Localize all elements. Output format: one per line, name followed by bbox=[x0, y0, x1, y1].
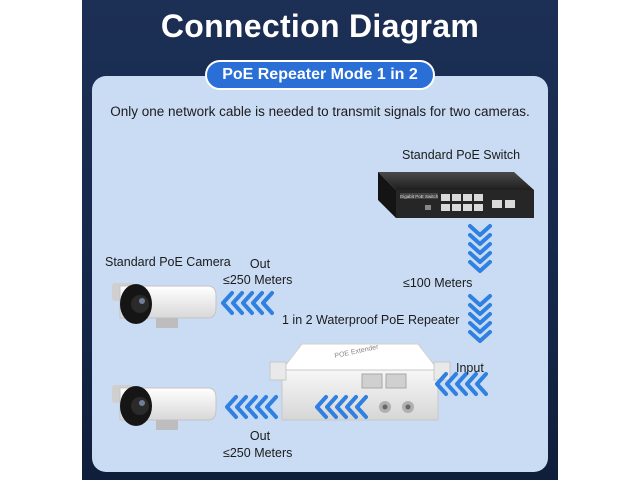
chevron-arrow-icon bbox=[468, 260, 492, 273]
switch-label: Standard PoE Switch bbox=[402, 148, 521, 162]
chevron-arrow-icon bbox=[468, 330, 492, 343]
chevron-arrow-icon bbox=[225, 395, 238, 419]
camera-label: Standard PoE Camera bbox=[105, 255, 231, 269]
chevron-arrow-icon bbox=[251, 291, 264, 315]
arrow-chain-out-top bbox=[221, 291, 274, 315]
arrow-layer bbox=[221, 224, 492, 419]
switch-faceplate-text: Gigabit PoE Switch bbox=[400, 194, 439, 199]
chevron-arrow-icon bbox=[315, 395, 328, 419]
chevron-arrow-icon bbox=[345, 395, 358, 419]
chevron-arrow-icon bbox=[468, 233, 492, 246]
chevron-arrow-icon bbox=[245, 395, 258, 419]
chevron-arrow-icon bbox=[475, 372, 488, 396]
input-label: Input bbox=[456, 361, 484, 375]
chevron-arrow-icon bbox=[455, 372, 468, 396]
chevron-arrow-icon bbox=[465, 372, 478, 396]
chevron-arrow-icon bbox=[261, 291, 274, 315]
repeater-label: 1 in 2 Waterproof PoE Repeater bbox=[282, 313, 460, 327]
chevron-arrow-icon bbox=[468, 224, 492, 237]
arrow-chain-out-middle bbox=[315, 395, 368, 419]
description-text: Only one network cable is needed to tran… bbox=[110, 104, 530, 119]
chevron-arrow-icon bbox=[468, 321, 492, 334]
chevron-arrow-icon bbox=[241, 291, 254, 315]
chevron-arrow-icon bbox=[435, 372, 448, 396]
chevron-arrow-icon bbox=[221, 291, 234, 315]
chevron-arrow-icon bbox=[235, 395, 248, 419]
out-top-label: Out bbox=[249, 257, 271, 271]
chevron-arrow-icon bbox=[325, 395, 338, 419]
arrow-chain-down-lower bbox=[468, 294, 492, 343]
chevron-arrow-icon bbox=[468, 251, 492, 264]
chevron-arrow-icon bbox=[265, 395, 278, 419]
out-top-distance-label: ≤250 Meters bbox=[223, 273, 293, 287]
chevron-arrow-icon bbox=[335, 395, 348, 419]
chevron-arrow-icon bbox=[355, 395, 368, 419]
chevron-arrow-icon bbox=[445, 372, 458, 396]
out-bottom-label: Out bbox=[249, 429, 271, 443]
chevron-arrow-icon bbox=[468, 242, 492, 255]
chevron-arrow-icon bbox=[468, 294, 492, 307]
poe-switch-image: Gigabit PoE Switch bbox=[378, 172, 534, 218]
chevron-arrow-icon bbox=[255, 395, 268, 419]
mode-badge: PoE Repeater Mode 1 in 2 bbox=[205, 60, 435, 90]
page-title: Connection Diagram bbox=[160, 8, 480, 44]
arrow-chain-down-upper bbox=[468, 224, 492, 273]
input-distance-label: ≤100 Meters bbox=[403, 276, 473, 290]
chevron-arrow-icon bbox=[231, 291, 244, 315]
chevron-arrow-icon bbox=[468, 303, 492, 316]
chevron-arrow-icon bbox=[468, 312, 492, 325]
arrow-chain-input bbox=[435, 372, 488, 396]
out-bottom-distance-label: ≤250 Meters bbox=[223, 446, 293, 460]
poe-repeater-image: POE Extender bbox=[269, 343, 451, 421]
camera-top-image bbox=[112, 283, 217, 328]
camera-bottom-image bbox=[112, 385, 217, 430]
arrow-chain-out-bottom bbox=[225, 395, 278, 419]
